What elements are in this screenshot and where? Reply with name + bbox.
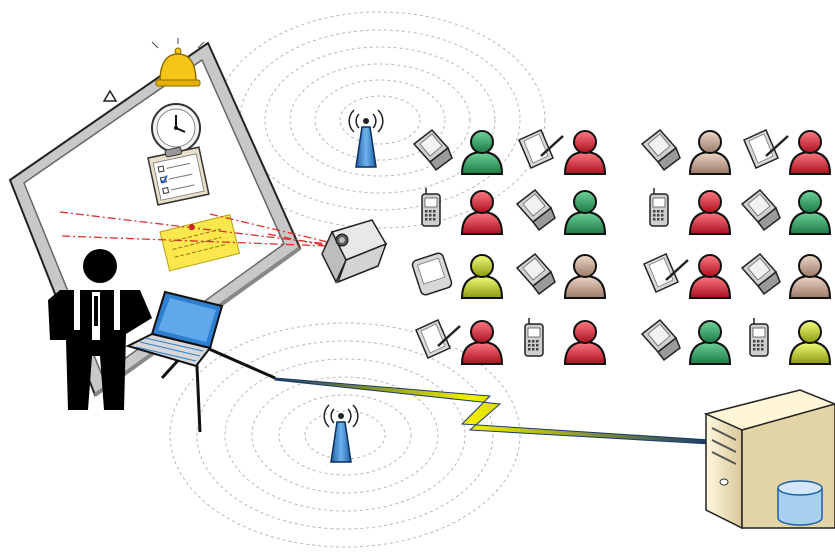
participant-person-icon [565,321,605,364]
participant-13 [416,320,502,364]
clock-icon [152,104,200,152]
participant-14 [525,318,605,364]
projector-icon [322,220,386,282]
participant-11 [644,254,730,298]
flip-phone-icon [414,130,452,170]
participant-person-icon [690,131,730,174]
participant-6 [517,190,605,234]
flip-phone-icon [642,130,680,170]
flip-phone-icon [742,254,780,294]
participant-person-icon [790,131,830,174]
participant-2 [519,130,605,174]
participant-15 [642,320,730,364]
participant-5 [422,188,502,234]
tablet-pen-icon [744,130,788,168]
tablet-pen-icon [416,320,460,358]
wireless-access-point-icon [324,405,358,462]
participant-person-icon [790,255,830,298]
tablet-pen-icon [644,254,688,292]
participant-8 [742,190,830,234]
board-clip-icon [104,91,116,101]
participant-person-icon [565,131,605,174]
cell-phone-icon [650,188,668,226]
participant-person-icon [565,191,605,234]
wireless-access-point-icon [349,110,383,167]
participant-10 [517,254,605,298]
flip-phone-icon [742,190,780,230]
cell-phone-icon [422,188,440,226]
participant-16 [750,318,830,364]
participant-devices-grid [411,130,830,364]
participant-12 [742,254,830,298]
participant-4 [744,130,830,174]
cell-phone-icon [750,318,768,356]
participant-person-icon [690,321,730,364]
flip-phone-icon [517,190,555,230]
participant-person-icon [790,321,830,364]
participant-person-icon [690,255,730,298]
tablet-pen-icon [519,130,563,168]
database-icon [778,481,822,525]
participant-person-icon [565,255,605,298]
participant-person-icon [462,131,502,174]
flip-phone-icon [642,320,680,360]
cell-phone-icon [525,318,543,356]
participant-3 [642,130,730,174]
participant-person-icon [462,321,502,364]
participant-person-icon [462,191,502,234]
participant-9 [411,252,502,298]
participant-7 [650,188,730,234]
flip-phone-icon [517,254,555,294]
participant-person-icon [462,255,502,298]
pda-icon [411,252,453,296]
participant-person-icon [790,191,830,234]
participant-person-icon [690,191,730,234]
